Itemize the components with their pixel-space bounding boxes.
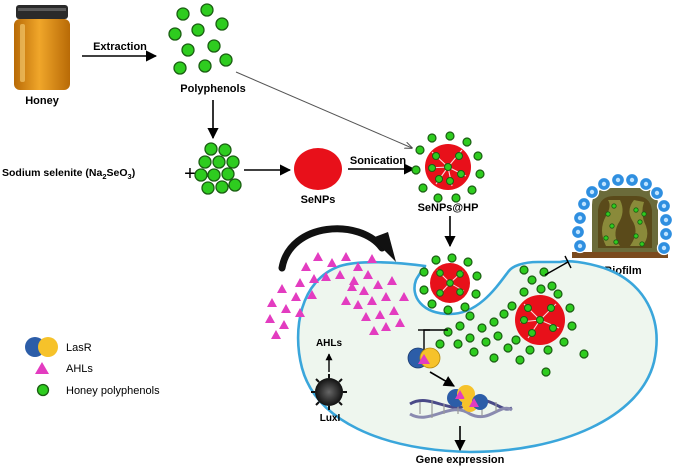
- sodium-selenite-prefix: Sodium selenite (Na: [2, 167, 103, 179]
- luxi-enzyme-icon: [311, 374, 347, 410]
- biofilm-icon: [570, 172, 674, 258]
- sodium-selenite-label: Sodium selenite (Na2SeO3): [2, 167, 135, 181]
- plus-sign: +: [184, 163, 196, 185]
- senps-label: SeNPs: [301, 194, 336, 206]
- legend: LasR AHLs Honey polyphenols: [25, 337, 160, 397]
- sodium-selenite-suffix: ): [132, 167, 136, 179]
- polyphenols-dense-cluster: [194, 142, 242, 195]
- sodium-selenite-mid: SeO: [107, 167, 128, 179]
- luxi-label: LuxI: [320, 413, 341, 424]
- honey-label: Honey: [25, 95, 60, 107]
- gene-expression-label: Gene expression: [416, 454, 505, 466]
- ahl-molecules-outside: [265, 252, 377, 339]
- polyphenols-to-senps-hp-arrow: [235, 71, 412, 148]
- polyphenols-cluster: [168, 3, 233, 75]
- legend-ahls-icon: [35, 362, 49, 374]
- senps-hp-label: SeNPs@HP: [418, 202, 479, 214]
- ahl-uptake-arrowhead: [372, 232, 396, 262]
- biofilm-inhibition-line: [544, 255, 572, 276]
- extraction-label: Extraction: [93, 41, 147, 53]
- senps-hp-particle: [411, 131, 485, 203]
- legend-polyphenols-label: Honey polyphenols: [66, 385, 160, 397]
- legend-lasr-icon: [25, 337, 58, 357]
- lasr-ahl-complex: [407, 347, 441, 369]
- honey-jar-icon: [14, 5, 70, 90]
- legend-lasr-label: LasR: [66, 342, 92, 354]
- sonication-label: Sonication: [350, 155, 407, 167]
- released-polyphenols: [435, 265, 589, 377]
- ahl-uptake-curved-arrow: [278, 225, 386, 272]
- senps-hp-entering: [419, 253, 482, 315]
- polyphenols-label: Polyphenols: [180, 83, 245, 95]
- dna-helix-icon: [409, 385, 513, 419]
- lasr-inhibition-line: [418, 329, 448, 350]
- ahl-molecules-inside: [341, 276, 409, 335]
- legend-ahls-label: AHLs: [66, 363, 93, 375]
- sodium-selenite-sub1: 2: [102, 172, 106, 181]
- cell-ahls-label: AHLs: [316, 338, 343, 349]
- legend-polyphenol-icon: [36, 383, 50, 397]
- senps-particle: [294, 148, 342, 190]
- lasr-to-dna-arrow: [429, 371, 455, 387]
- sodium-selenite-sub2: 3: [128, 172, 132, 181]
- senps-hp-internalized: [507, 284, 577, 355]
